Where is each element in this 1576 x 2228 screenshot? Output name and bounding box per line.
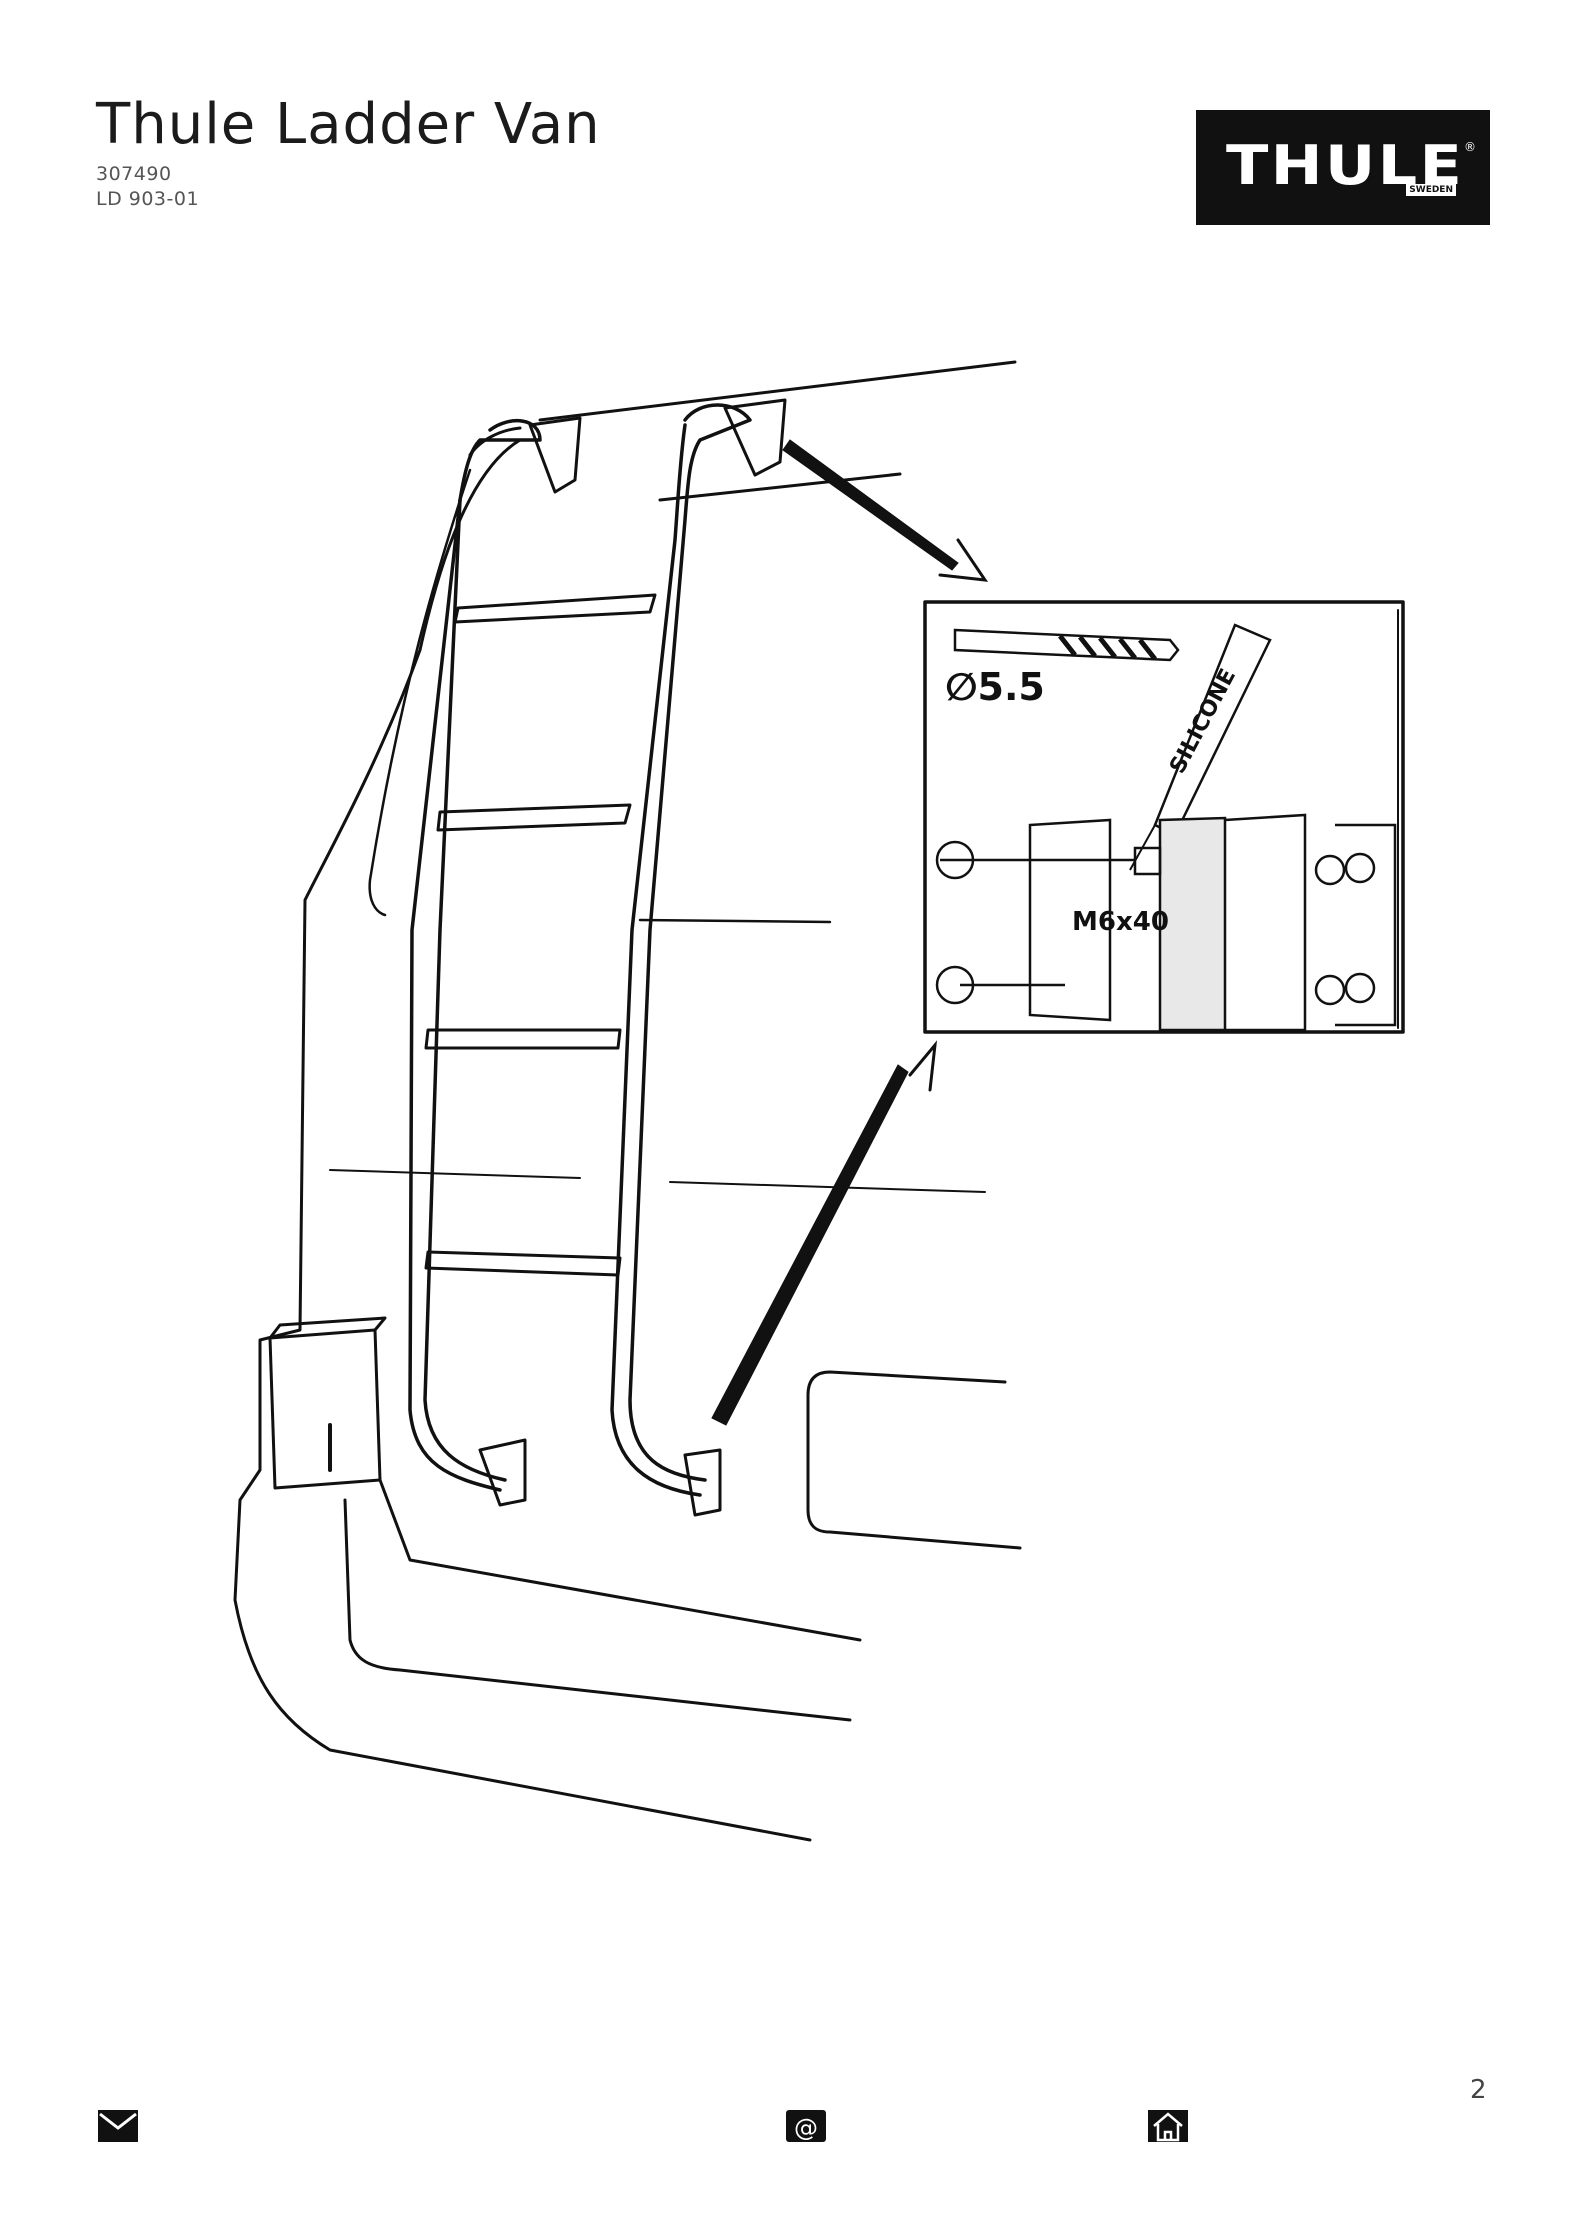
bumper-line-2 (345, 1500, 850, 1720)
bumper-line-1 (380, 1480, 860, 1640)
van-body-contour (235, 440, 810, 1840)
arrow-top (783, 440, 958, 570)
bolt-size-label: M6x40 (1072, 907, 1169, 937)
door-recess (808, 1372, 1020, 1548)
ladder-rung-4 (426, 1252, 620, 1275)
page-number: 2 (1470, 2075, 1487, 2105)
body-line-3 (640, 920, 830, 922)
mail-icon[interactable] (96, 2108, 140, 2144)
email-at-icon[interactable]: @ (784, 2108, 828, 2144)
bottom-bracket-right (685, 1450, 720, 1515)
ladder-rung-1 (455, 595, 655, 622)
van-roof-line (540, 362, 1015, 420)
home-icon[interactable] (1146, 2108, 1190, 2144)
ladder-right-rail (630, 405, 750, 1480)
body-line-2 (670, 1182, 985, 1192)
bottom-bracket-left (480, 1440, 525, 1505)
wall-section (1160, 818, 1225, 1030)
arrow-bottom (712, 1065, 908, 1425)
rear-light (270, 1330, 380, 1488)
drill-size-label: ∅5.5 (945, 665, 1045, 709)
ladder-left-rail (425, 421, 540, 1480)
svg-text:@: @ (794, 2114, 818, 2142)
top-bracket-right (725, 400, 785, 475)
ladder-rung-3 (426, 1030, 620, 1048)
ladder-rung-2 (438, 805, 630, 830)
body-line-1 (330, 1170, 580, 1178)
